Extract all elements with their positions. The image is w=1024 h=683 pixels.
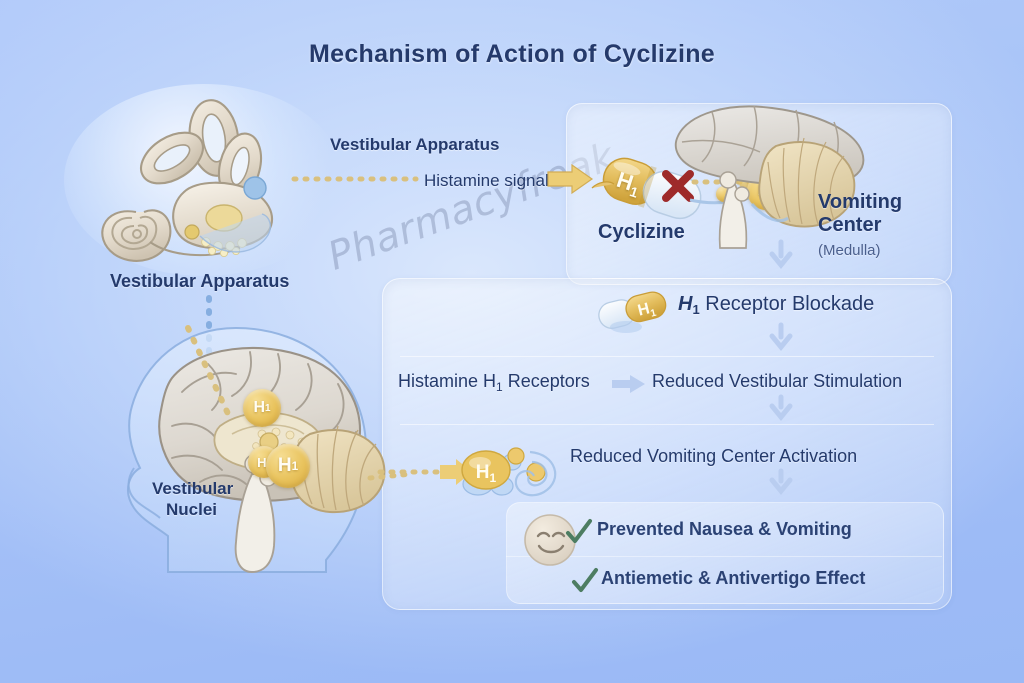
receptor-blockade-capsule-icon: H1 [598, 291, 667, 333]
smiling-face-icon [524, 514, 576, 566]
vomiting-center-label-line2: Center [818, 214, 882, 236]
ear-signal-dotted-path [291, 176, 419, 182]
page-title: Mechanism of Action of Cyclizine [309, 40, 715, 68]
check-icon-1 [566, 519, 592, 543]
chevron-down-icon-4 [769, 468, 793, 495]
inner-ear-icon [101, 99, 273, 262]
h1-receptors-sub: 1 [496, 380, 503, 394]
panel-divider-2 [400, 356, 934, 357]
vestibular-apparatus-label: Vestibular Apparatus [330, 135, 500, 154]
vomiting-center-label-line1: Vomiting [818, 191, 903, 213]
histamine-h1-receptors-label: Histamine H1 Receptors [398, 371, 590, 394]
ear-caption: Vestibular Apparatus [110, 271, 290, 291]
chevron-down-icon-1 [769, 239, 793, 269]
right-arrow-icon [612, 375, 645, 393]
outcome-label-1: Prevented Nausea & Vomiting [597, 519, 852, 539]
h1-blockade-rest: Receptor Blockade [699, 293, 875, 315]
block-x-icon [662, 170, 694, 202]
h1-blockade-h: H [678, 293, 693, 315]
h1-receptors-a: Histamine H [398, 371, 497, 391]
vestibular-nuclei-label-line2: Nuclei [166, 500, 218, 519]
reduced-vestibular-stimulation-label: Reduced Vestibular Stimulation [652, 371, 903, 391]
histamine-signal-arrow-icon [547, 163, 594, 195]
h1-blockade-sub: 1 [692, 302, 700, 317]
panel-divider-1 [592, 278, 934, 279]
cyclizine-label: Cyclizine [598, 221, 685, 243]
check-icon-2 [572, 568, 598, 592]
reduced-vomiting-center-activation-label: Reduced Vomiting Center Activation [570, 446, 858, 466]
histamine-signal-label: Histamine signal [424, 171, 549, 190]
h1-receptor-blockade-label: H1 Receptor Blockade [678, 293, 874, 317]
h1-receptors-b: Receptors [502, 371, 590, 391]
vomiting-center-sublabel: (Medulla) [818, 242, 881, 259]
cascade-panel [382, 278, 952, 610]
outcome-label-2: Antiemetic & Antivertigo Effect [601, 568, 866, 588]
chevron-down-icon-3 [769, 394, 793, 421]
panel-divider-3 [400, 424, 934, 425]
brainstem-cerebellum-icon [674, 105, 865, 249]
outcome-divider [506, 556, 942, 557]
h1-receptor-binding-icon: H1 [377, 447, 557, 497]
chevron-down-icon-2 [769, 322, 793, 351]
vestibular-nuclei-label-line1: Vestibular [152, 479, 234, 498]
